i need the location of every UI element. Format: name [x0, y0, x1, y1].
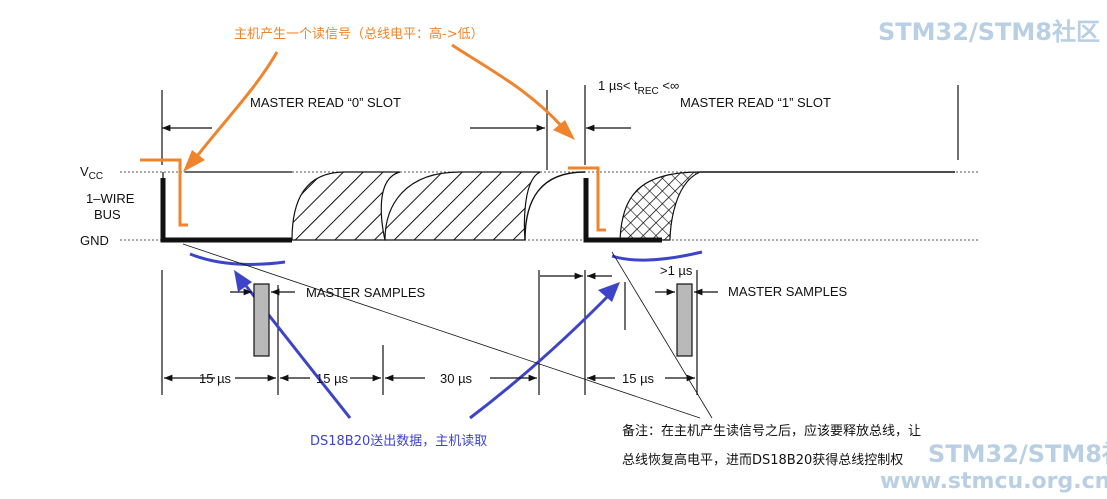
timing-15us-1: 15 µs [199, 371, 232, 386]
watermark-line-1b: STM32/STM8社区 [928, 440, 1107, 468]
blue-arrowheads [234, 270, 620, 302]
timing-15us-3: 15 µs [622, 371, 655, 386]
blue-markup [189, 250, 703, 420]
remark-line-1: 备注：在主机产生读信号之后，应该要释放总线，让 [622, 423, 921, 439]
wire-label: 1–WIRE [86, 191, 135, 206]
timing-gt1us: >1 µs [660, 263, 693, 278]
orange-arrowheads [183, 120, 575, 172]
hatch-region-slot1-b [620, 172, 700, 240]
bus-label: BUS [94, 207, 121, 222]
timing-30us: 30 µs [440, 371, 473, 386]
master-samples-label-right: MASTER SAMPLES [728, 284, 848, 299]
bus-waveform [160, 171, 955, 243]
master-sample-box-right [676, 283, 693, 357]
remark-line-2: 总线恢复高电平，进而DS18B20获得总线控制权 [622, 452, 903, 468]
gnd-label: GND [80, 233, 109, 248]
hatch-region-2 [384, 171, 541, 241]
trec-label: 1 µs< tREC <∞ [598, 78, 679, 97]
vcc-label: VCC [80, 164, 103, 182]
read1-slot-title: MASTER READ “1” SLOT [680, 95, 831, 110]
read0-slot-title: MASTER READ “0” SLOT [250, 95, 401, 110]
remark-pointers [182, 243, 713, 419]
level-lines [120, 171, 980, 241]
dimension-arrows [162, 124, 718, 382]
hatch-region-1 [291, 171, 401, 241]
blue-annotation: DS18B20送出数据，主机读取 [310, 434, 487, 449]
master-sample-box-left [253, 283, 270, 357]
watermark-line-2: www.stmcu.org.cn [880, 469, 1107, 494]
orange-annotation: 主机产生一个读信号（总线电平：高->低） [234, 26, 484, 42]
master-samples-label-left: MASTER SAMPLES [306, 285, 426, 300]
timing-15us-2: 15 µs [316, 371, 349, 386]
hatch-curve-right [524, 171, 586, 241]
orange-markup [140, 43, 606, 232]
watermark-line-1: STM32/STM8社区 [878, 18, 1100, 46]
